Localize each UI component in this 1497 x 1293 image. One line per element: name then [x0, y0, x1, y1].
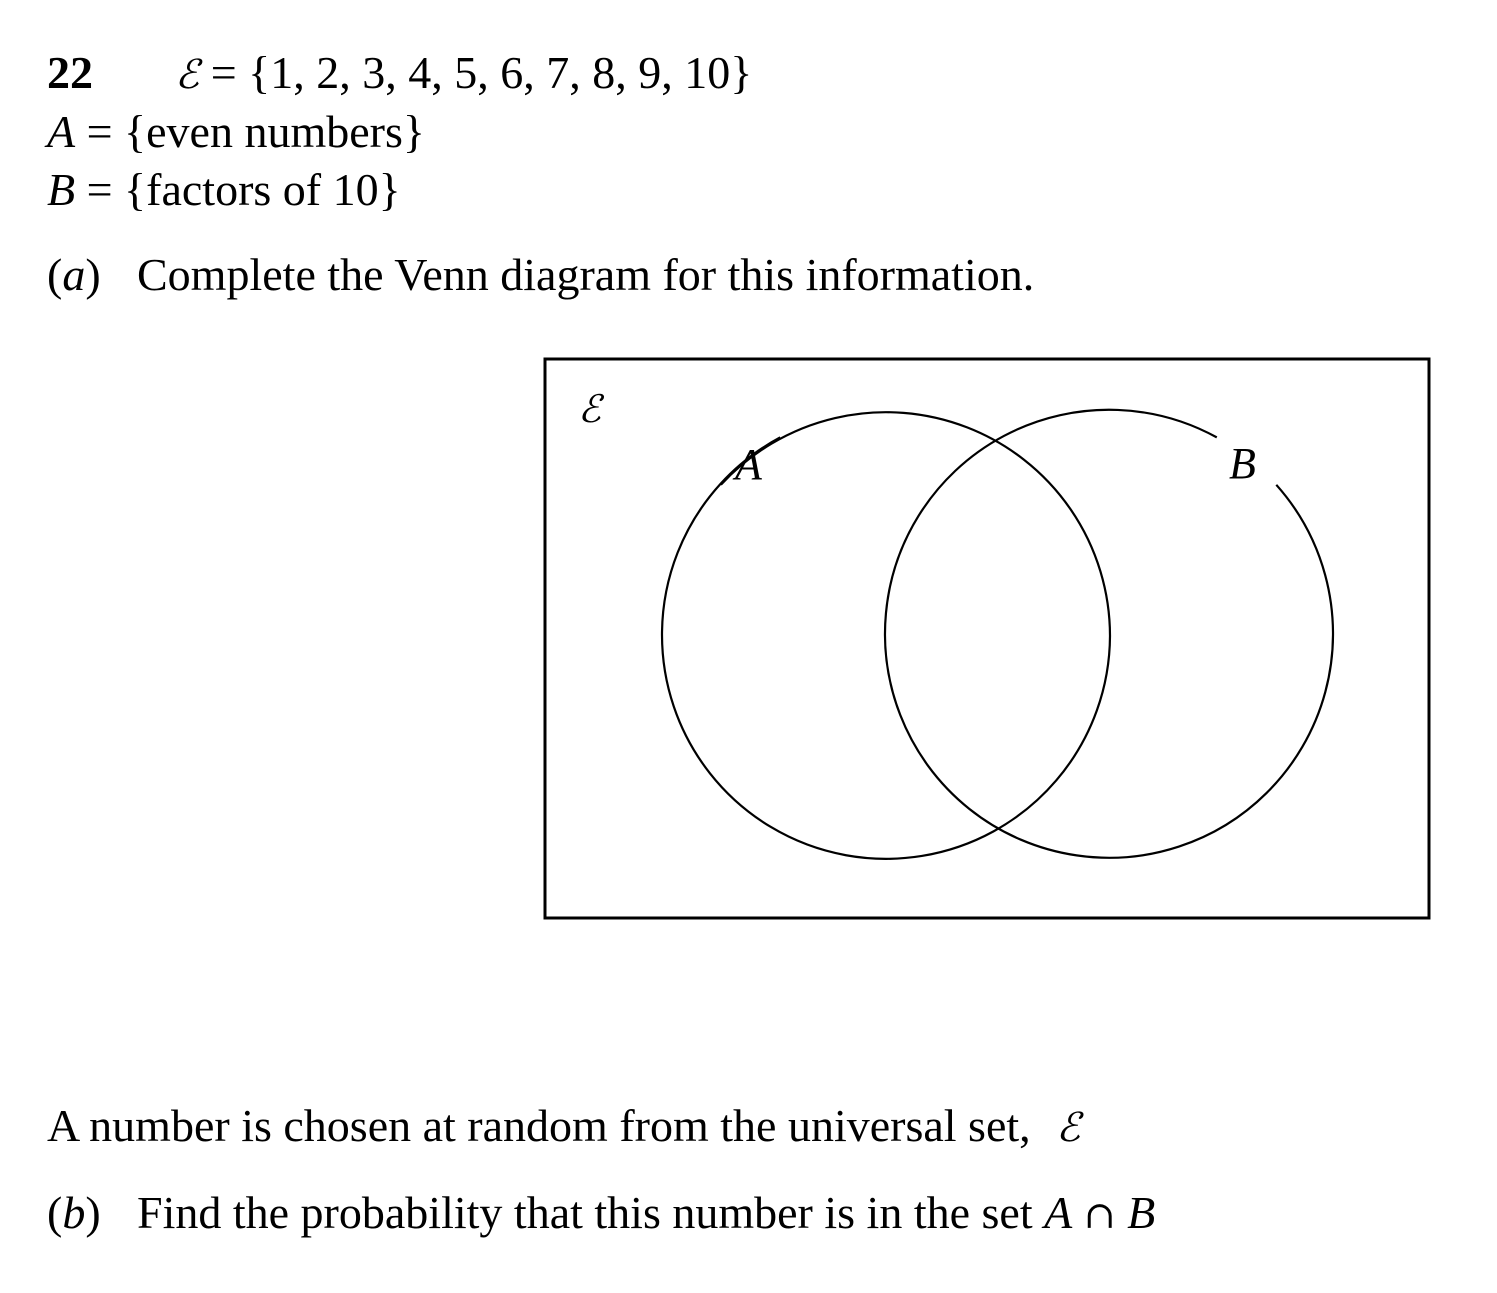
part-b-text: Find the probability that this number is…: [137, 1187, 1033, 1238]
circle-b: [883, 408, 1335, 859]
circle-b-label: B: [1229, 439, 1256, 488]
part-b-set-b: B: [1127, 1187, 1156, 1238]
set-b-name: B: [47, 164, 76, 215]
random-choice-statement: A number is chosen at random from the un…: [47, 1103, 1080, 1149]
statement-universal-symbol: ℰ: [1056, 1105, 1081, 1151]
venn-universal-label: ℰ: [578, 387, 605, 431]
set-a-name: A: [47, 106, 76, 157]
intersection-symbol: ∩: [1083, 1193, 1116, 1237]
part-a-instruction: (a) Complete the Venn diagram for this in…: [47, 252, 1034, 298]
set-a-definition-line: A = {even numbers}: [47, 109, 425, 155]
part-b-label: (b): [47, 1187, 101, 1238]
set-a-definition: = {even numbers}: [86, 106, 425, 157]
circle-a-label: A: [732, 440, 763, 489]
question-number: 22: [47, 47, 93, 98]
set-b-definition: = {factors of 10}: [86, 164, 401, 215]
universal-set-definition: = {1, 2, 3, 4, 5, 6, 7, 8, 9, 10}: [210, 47, 753, 98]
statement-text: A number is chosen at random from the un…: [47, 1100, 1031, 1151]
part-b-instruction: (b) Find the probability that this number…: [47, 1190, 1155, 1236]
universal-set-symbol: ℰ: [175, 52, 200, 98]
part-a-label: (a): [47, 249, 101, 300]
universal-set-box: [543, 357, 1431, 920]
circle-a: [660, 411, 1112, 860]
part-b-set-a: A: [1044, 1187, 1073, 1238]
part-a-text: Complete the Venn diagram for this infor…: [137, 249, 1035, 300]
set-b-definition-line: B = {factors of 10}: [47, 167, 401, 213]
question-header: 22 ℰ = {1, 2, 3, 4, 5, 6, 7, 8, 9, 10}: [47, 50, 752, 96]
